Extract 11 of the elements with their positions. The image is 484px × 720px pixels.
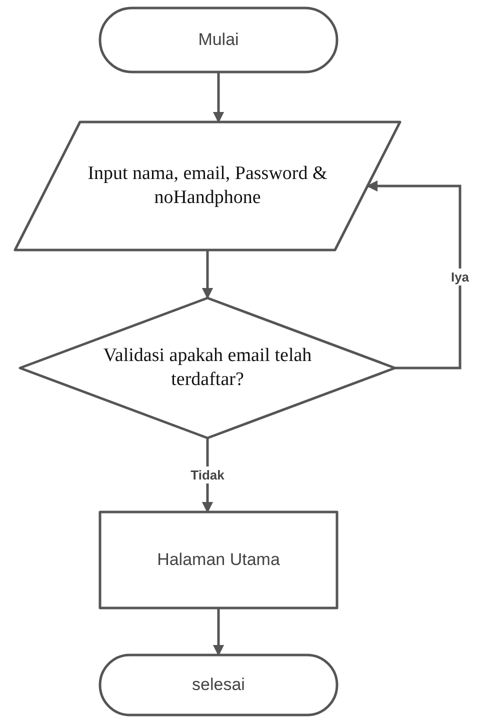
node-label: Halaman Utama <box>157 550 280 570</box>
edge-label: Tidak <box>188 466 226 484</box>
arrow <box>202 250 214 300</box>
arrow <box>366 180 462 370</box>
node-label: Input nama, email, Password & noHandphone <box>86 162 328 210</box>
decision-text: Validasi apakah email telah terdaftar? <box>102 344 313 392</box>
arrow <box>212 608 224 656</box>
node-label: Mulai <box>198 30 239 50</box>
node-label: selesai <box>192 675 245 695</box>
arrow <box>212 72 224 124</box>
edge-label: Iya <box>448 268 472 286</box>
